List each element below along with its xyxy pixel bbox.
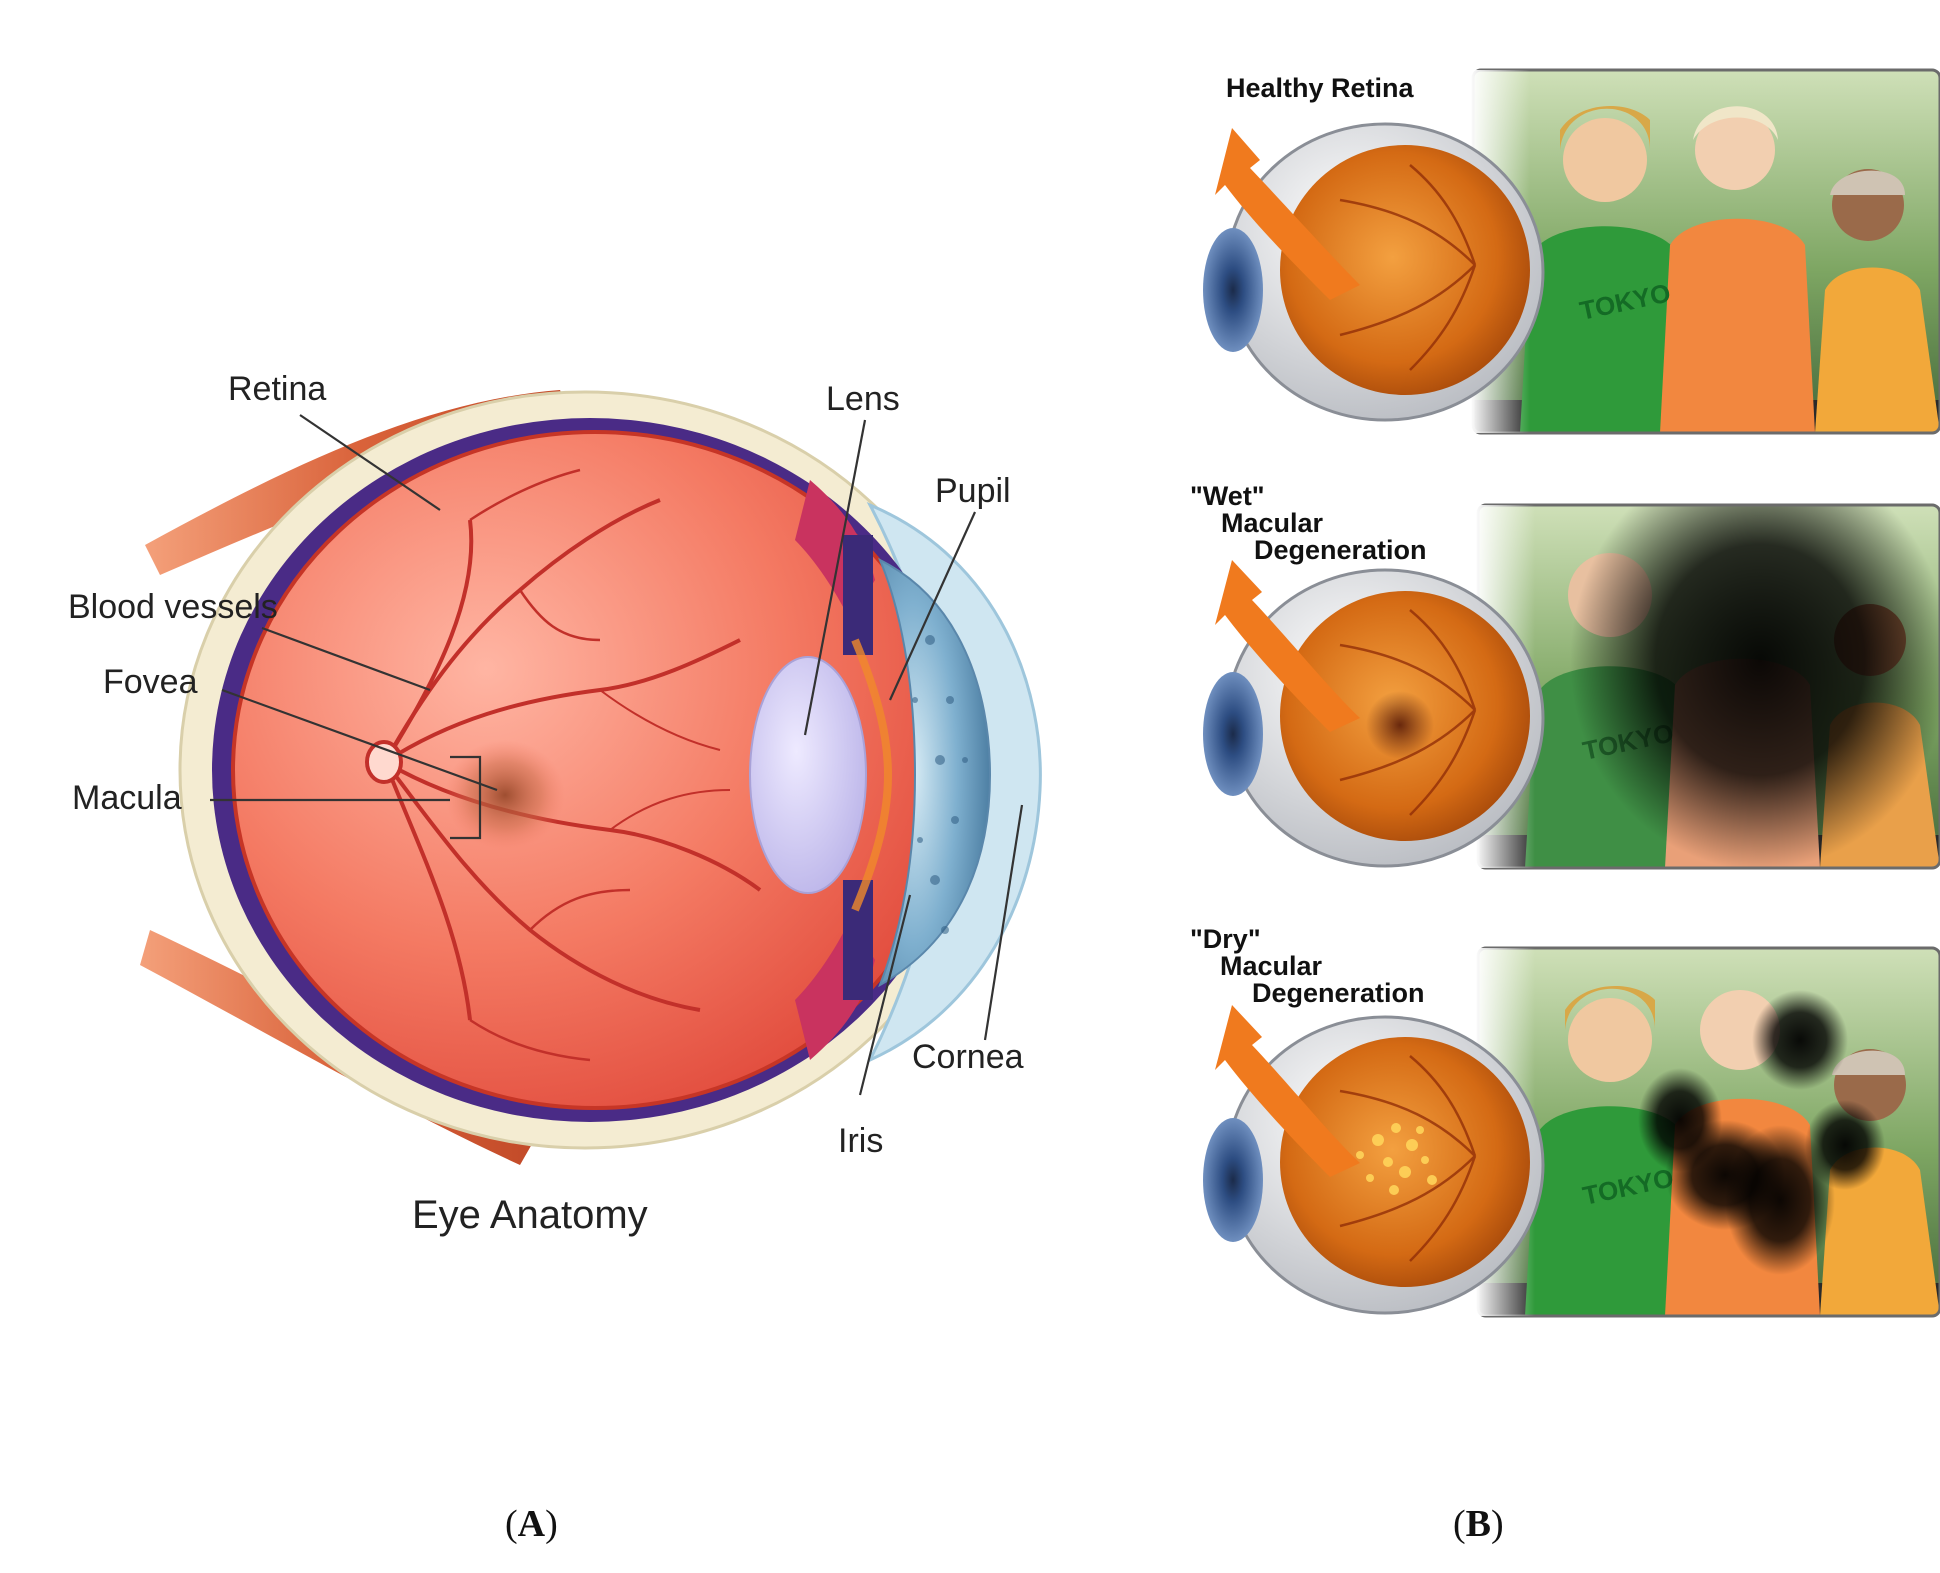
row-dry-label-2: Macular bbox=[1220, 951, 1323, 981]
row-dry: "Dry" Macular Degeneration TOKYO bbox=[1190, 924, 1940, 1318]
healthy-iris bbox=[1203, 228, 1263, 352]
iris-shape bbox=[878, 557, 992, 988]
dry-photo: TOKYO bbox=[1478, 948, 1940, 1316]
blood-vessels bbox=[383, 468, 762, 1062]
dry-drusen bbox=[1356, 1123, 1437, 1195]
row-healthy: Healthy Retina TOKYO bbox=[1203, 68, 1940, 435]
wet-arrow bbox=[1215, 560, 1360, 732]
caption-b: (B) bbox=[1453, 1503, 1504, 1545]
label-iris: Iris bbox=[838, 1122, 883, 1160]
label-retina: Retina bbox=[228, 370, 326, 408]
healthy-fundus bbox=[1280, 145, 1530, 395]
label-pupil: Pupil bbox=[935, 472, 1011, 510]
macula-shape bbox=[445, 740, 565, 850]
wet-macular-spot bbox=[1366, 691, 1434, 759]
wet-iris bbox=[1203, 672, 1263, 796]
dry-iris bbox=[1203, 1118, 1263, 1242]
label-lens: Lens bbox=[826, 380, 900, 418]
pupil-fibers bbox=[851, 638, 893, 912]
row-healthy-label: Healthy Retina bbox=[1226, 73, 1415, 103]
caption-a: (A) bbox=[505, 1503, 558, 1545]
row-dry-label-3: Degeneration bbox=[1252, 978, 1425, 1008]
dry-dark-patches bbox=[1638, 990, 1885, 1275]
lens-shape bbox=[749, 656, 867, 894]
healthy-fundus-vessels bbox=[1339, 164, 1477, 371]
row-wet-label-1: "Wet" bbox=[1190, 481, 1265, 511]
row-wet: "Wet" Macular Degeneration TOKYO bbox=[1190, 481, 1940, 870]
label-blood-vessels: Blood vessels bbox=[68, 588, 278, 626]
panel-a-title: Eye Anatomy bbox=[412, 1193, 648, 1237]
dry-fundus-vessels bbox=[1339, 1055, 1477, 1262]
row-wet-label-2: Macular bbox=[1221, 508, 1324, 538]
panel-b: Healthy Retina TOKYO bbox=[1190, 68, 1940, 1545]
wet-dark-blot bbox=[1570, 505, 1940, 868]
wet-photo: TOKYO bbox=[1478, 505, 1940, 868]
healthy-arrow bbox=[1215, 128, 1360, 300]
iris-texture bbox=[912, 635, 968, 934]
dry-arrow bbox=[1215, 1005, 1360, 1177]
leader-lines bbox=[210, 414, 1024, 1096]
iris-upper-block bbox=[843, 535, 873, 655]
label-macula: Macula bbox=[72, 779, 182, 817]
label-cornea: Cornea bbox=[912, 1038, 1024, 1076]
healthy-photo: TOKYO bbox=[1473, 70, 1940, 433]
row-dry-label-1: "Dry" bbox=[1190, 924, 1261, 954]
panel-a: Retina Lens Pupil Blood vessels Fovea Ma… bbox=[68, 370, 1042, 1545]
label-fovea: Fovea bbox=[103, 663, 198, 701]
row-wet-label-3: Degeneration bbox=[1254, 535, 1427, 565]
